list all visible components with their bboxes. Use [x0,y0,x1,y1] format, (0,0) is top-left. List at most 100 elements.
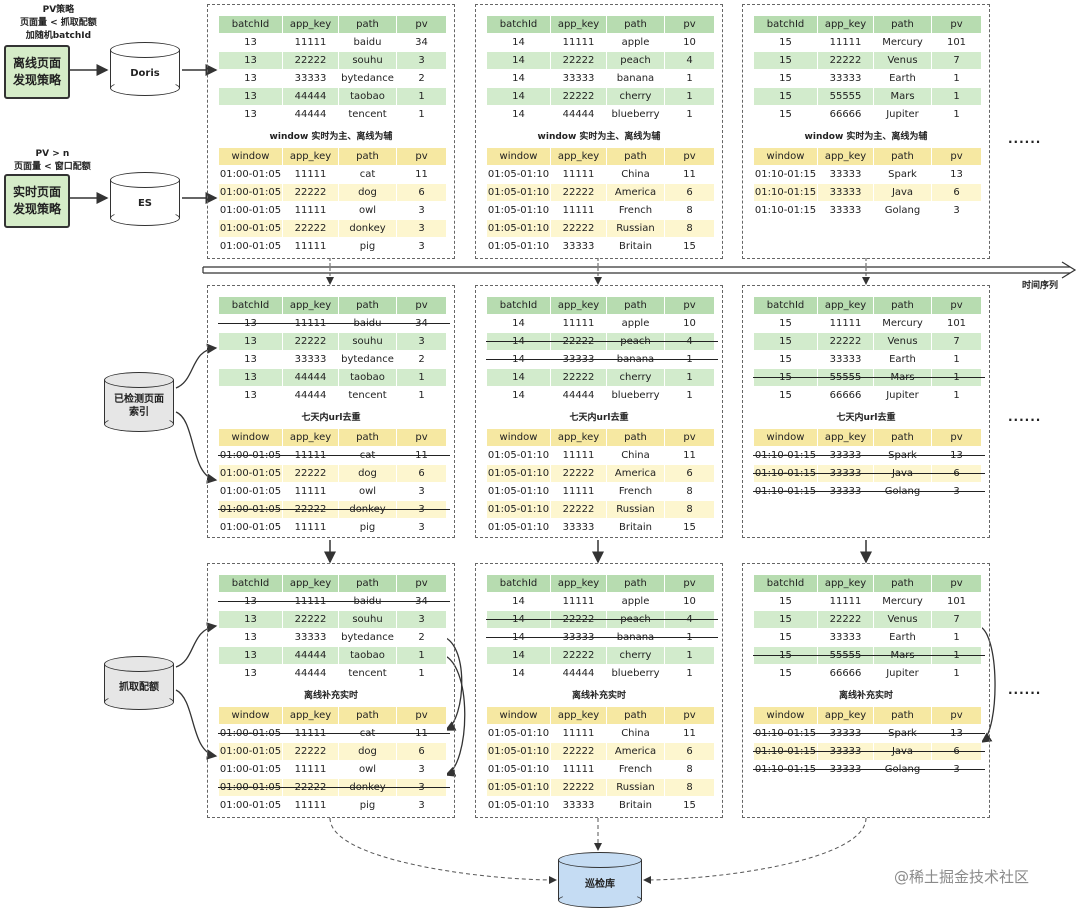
table-cell: blueberry [606,386,665,405]
column-header: window [218,147,283,166]
table-cell: 44444 [550,386,607,405]
column-header: app_key [817,15,874,34]
table-cell: 2 [396,350,447,369]
table-cell: 1 [931,386,982,405]
table-cell: 11111 [282,518,339,537]
column-header: window [486,428,551,447]
table-cell: 22222 [550,51,607,70]
doris-label: Doris [130,67,160,79]
column-header: window [218,428,283,447]
checked-index-line: 已检测页面 [114,394,164,405]
table-cell: 22222 [817,610,874,629]
table-cell: 01:05-01:10 [486,165,551,184]
table-cell: 14 [486,314,551,333]
table-cell: 1 [664,386,715,405]
table-cell: taobao [338,646,397,665]
table-cell: 10 [664,314,715,333]
table-cell: 22222 [282,332,339,351]
table-cell: 55555 [817,87,874,106]
table-cell: tencent [338,664,397,683]
table-cell: 11111 [282,165,339,184]
stage-caption: 七天内url去重 [569,413,629,423]
column-header: app_key [550,296,607,315]
table-cell: 33333 [817,350,874,369]
table-cell: taobao [338,368,397,387]
table-cell: 14 [486,646,551,665]
strike-through-line [486,637,718,638]
column-header: path [338,574,397,593]
table-cell: 01:05-01:10 [486,482,551,501]
table-cell: 15 [664,518,715,537]
strike-through-line [753,769,985,770]
table-cell: 6 [396,742,447,761]
table-cell: 01:00-01:05 [218,796,283,815]
table-cell: 01:05-01:10 [486,464,551,483]
table-cell: 3 [931,201,982,220]
table-cell: 11111 [550,165,607,184]
table-cell: 11111 [282,237,339,256]
column-header: app_key [817,296,874,315]
table-cell: bytedance [338,350,397,369]
table-cell: pig [338,796,397,815]
table-cell: 01:10-01:15 [753,201,818,220]
note-line: 加随机batchId [25,31,92,41]
table-cell: bytedance [338,628,397,647]
column-header: app_key [550,706,607,725]
strike-through-line [753,655,985,656]
strike-through-line [218,733,450,734]
strike-through-line [753,377,985,378]
table-cell: 1 [396,646,447,665]
table-cell: French [606,201,665,220]
table-cell: 6 [396,464,447,483]
column-header: path [338,706,397,725]
table-cell: Jupiter [873,386,932,405]
column-header: app_key [817,706,874,725]
checked-index-database-icon: 已检测页面索引 [104,372,174,432]
table-cell: Mercury [873,592,932,611]
stage-caption: 七天内url去重 [836,413,896,423]
table-cell: 1 [396,386,447,405]
table-cell: 33333 [817,69,874,88]
table-cell: 22222 [550,219,607,238]
column-header: window [753,706,818,725]
table-cell: 22222 [282,183,339,202]
column-header: window [486,706,551,725]
table-cell: 15 [753,332,818,351]
table-cell: 6 [664,464,715,483]
table-cell: 15 [753,610,818,629]
column-header: pv [664,574,715,593]
table-cell: America [606,464,665,483]
table-cell: Mars [873,87,932,106]
table-cell: 3 [396,518,447,537]
table-cell: 14 [486,51,551,70]
table-cell: Earth [873,628,932,647]
table-cell: 7 [931,332,982,351]
table-cell: 33333 [282,69,339,88]
column-header: app_key [817,147,874,166]
column-header: batchId [486,15,551,34]
